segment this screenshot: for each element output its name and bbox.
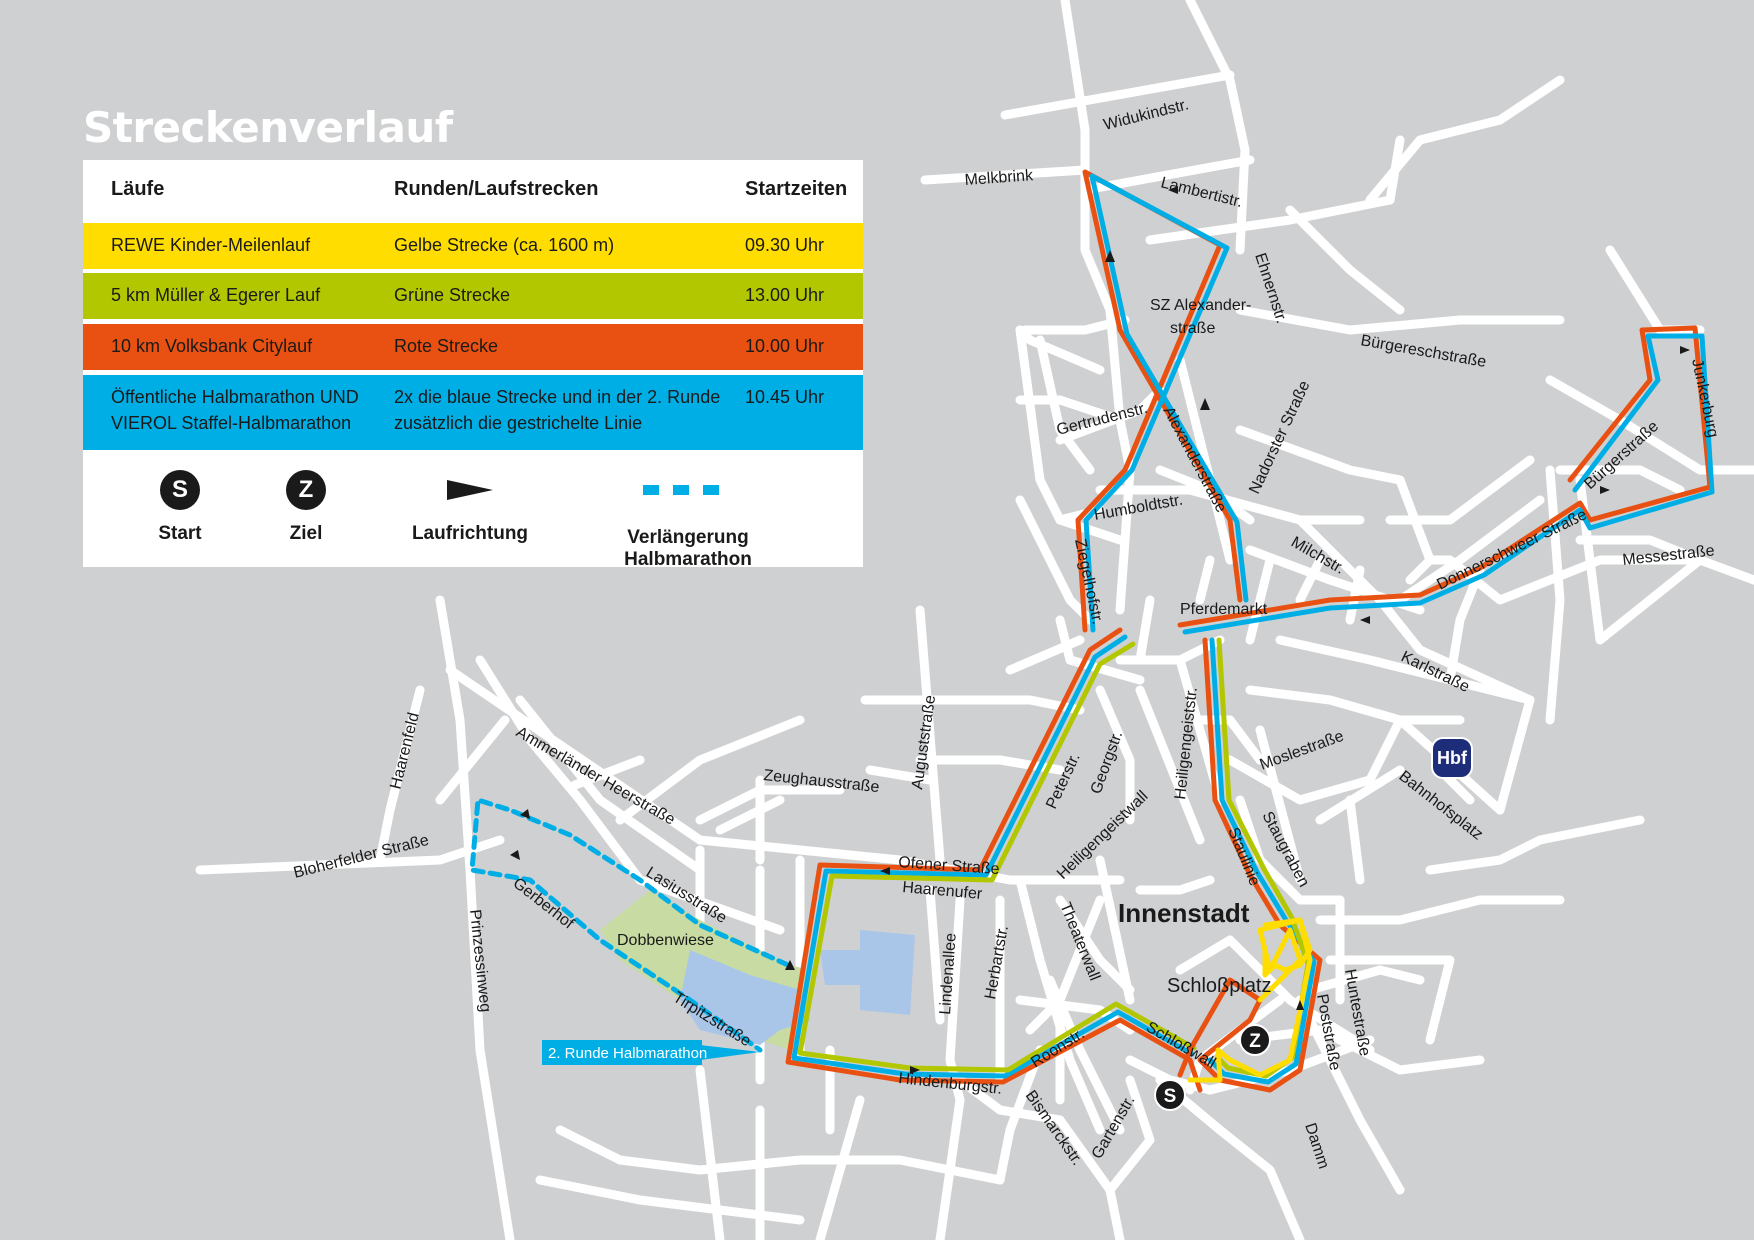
routes bbox=[469, 169, 1715, 1093]
label-widukindstr: Widukindstr. bbox=[1102, 96, 1191, 134]
label-lambertistr-visible: Lambertistr. bbox=[1159, 174, 1244, 211]
route-name: Gelbe Strecke (ca. 1600 m) bbox=[394, 235, 615, 255]
dobbenwiese-pond bbox=[680, 950, 810, 1045]
callout-label: 2. Runde Halbmarathon bbox=[548, 1045, 707, 1062]
dashed-line-icon bbox=[643, 485, 733, 495]
finish-label: Ziel bbox=[289, 523, 323, 544]
street-network bbox=[195, 0, 1754, 1240]
header-rounds: Runden/Laufstrecken bbox=[394, 178, 599, 200]
header-races: Läufe bbox=[111, 178, 165, 200]
pond-east bbox=[820, 930, 915, 1015]
label-moslestrasse: Moslestraße bbox=[1258, 728, 1347, 774]
label-lindenallee: Lindenallee bbox=[937, 932, 960, 1015]
start-time: 13.00 Uhr bbox=[745, 285, 825, 305]
legend-panel: Läufe Runden/Laufstrecken Startzeiten RE… bbox=[83, 160, 863, 570]
route-name: Grüne Strecke bbox=[394, 285, 511, 305]
route-blue-west bbox=[791, 634, 1195, 1079]
hbf-label: Hbf bbox=[1437, 748, 1468, 768]
label-buergereschstrasse: Bürgereschstraße bbox=[1359, 332, 1487, 371]
legend-row-yellow: REWE Kinder-Meilenlauf Gelbe Strecke (ca… bbox=[83, 223, 863, 269]
label-pferdemarkt: Pferdemarkt bbox=[1180, 601, 1268, 618]
hbf-badge bbox=[1431, 737, 1473, 779]
race-name-line2: VIEROL Staffel-Halbmarathon bbox=[111, 413, 352, 433]
label-innenstadt: Innenstadt bbox=[1118, 898, 1250, 928]
route-halfmarathon-extension bbox=[469, 797, 791, 1053]
route-line1: 2x die blaue Strecke und in der 2. Runde bbox=[394, 387, 721, 407]
finish-marker bbox=[1239, 1024, 1271, 1056]
label-sz-line2: straße bbox=[1170, 320, 1215, 337]
route-name: Rote Strecke bbox=[394, 336, 499, 356]
start-marker bbox=[1154, 1079, 1186, 1111]
label-haarenfeld: Haarenfeld bbox=[387, 711, 422, 791]
label-prinzessinweg: Prinzessinweg bbox=[466, 909, 494, 1013]
label-bismarckstr: Bismarckstr. bbox=[1022, 1088, 1086, 1169]
callout-box bbox=[542, 1040, 702, 1065]
route-red-west bbox=[785, 627, 1203, 1093]
finish-marker-letter: Z bbox=[1249, 1031, 1261, 1052]
label-damm: Damm bbox=[1301, 1121, 1332, 1171]
route-blue-north bbox=[1083, 173, 1249, 633]
route-green-west bbox=[797, 641, 1197, 1073]
route-line2: zusätzlich die gestrichelte Linie bbox=[394, 413, 643, 433]
race-name: 5 km Müller & Egerer Lauf bbox=[111, 285, 321, 305]
route-red-east bbox=[1177, 325, 1713, 628]
label-georgstr: Georgstr. bbox=[1088, 729, 1126, 797]
legend-row-red: 10 km Volksbank Citylauf Rote Strecke 10… bbox=[83, 324, 863, 370]
direction-arrows bbox=[510, 186, 1690, 1074]
label-sz-line1: SZ Alexander- bbox=[1150, 297, 1251, 314]
label-ammerlaender-heerstrasse: Ammerländer Heerstraße bbox=[513, 724, 678, 829]
label-peterstr: Peterstr. bbox=[1043, 751, 1084, 812]
label-schlossplatz: Schloßplatz bbox=[1167, 975, 1272, 997]
label-haarenufer: Haarenufer bbox=[902, 879, 984, 903]
label-schlosswall: Schloßwall bbox=[1143, 1019, 1218, 1072]
label-herbartstr: Herbartstr. bbox=[982, 924, 1012, 1001]
race-name-line1: Öffentliche Halbmarathon UND bbox=[111, 387, 359, 407]
callout-pointer bbox=[700, 1045, 760, 1060]
route-yellow bbox=[1187, 917, 1313, 1083]
label-heiligengeiststr: Heiligengeiststr. bbox=[1172, 686, 1201, 800]
label-ziegelhofstr: Ziegelhofstr. bbox=[1071, 537, 1106, 626]
label-junkerburg: Junkerburg bbox=[1688, 357, 1721, 439]
direction-arrow-icon bbox=[447, 480, 493, 500]
route-blue-east bbox=[1182, 333, 1715, 635]
legend-header: Läufe Runden/Laufstrecken Startzeiten bbox=[83, 178, 863, 218]
start-time: 10.45 Uhr bbox=[745, 387, 825, 407]
legend-row-green: 5 km Müller & Egerer Lauf Grüne Strecke … bbox=[83, 273, 863, 319]
finish-symbol: Z bbox=[286, 470, 326, 510]
start-symbol: S bbox=[160, 470, 200, 510]
route-red-center bbox=[1177, 637, 1323, 1093]
start-time: 09.30 Uhr bbox=[745, 235, 825, 255]
label-gerberhof: Gerberhof bbox=[510, 875, 578, 933]
direction-label: Laufrichtung bbox=[411, 523, 529, 544]
start-label: Start bbox=[158, 523, 202, 544]
label-dobbenwiese: Dobbenwiese bbox=[617, 932, 714, 949]
legend-row-blue: Öffentliche Halbmarathon UND VIEROL Staf… bbox=[83, 375, 863, 450]
start-time: 10.00 Uhr bbox=[745, 336, 825, 356]
header-times: Startzeiten bbox=[745, 178, 848, 200]
extension-label: Verlängerung Halbmarathon bbox=[624, 527, 752, 570]
map-title: Streckenverlauf bbox=[83, 103, 453, 152]
race-name: 10 km Volksbank Citylauf bbox=[111, 336, 313, 356]
label-melkbrink: Melkbrink bbox=[964, 167, 1034, 189]
start-marker-letter: S bbox=[1164, 1086, 1177, 1107]
race-name: REWE Kinder-Meilenlauf bbox=[111, 235, 311, 255]
route-yellow-loop bbox=[1262, 917, 1313, 978]
route-blue-center bbox=[1207, 637, 1317, 1085]
